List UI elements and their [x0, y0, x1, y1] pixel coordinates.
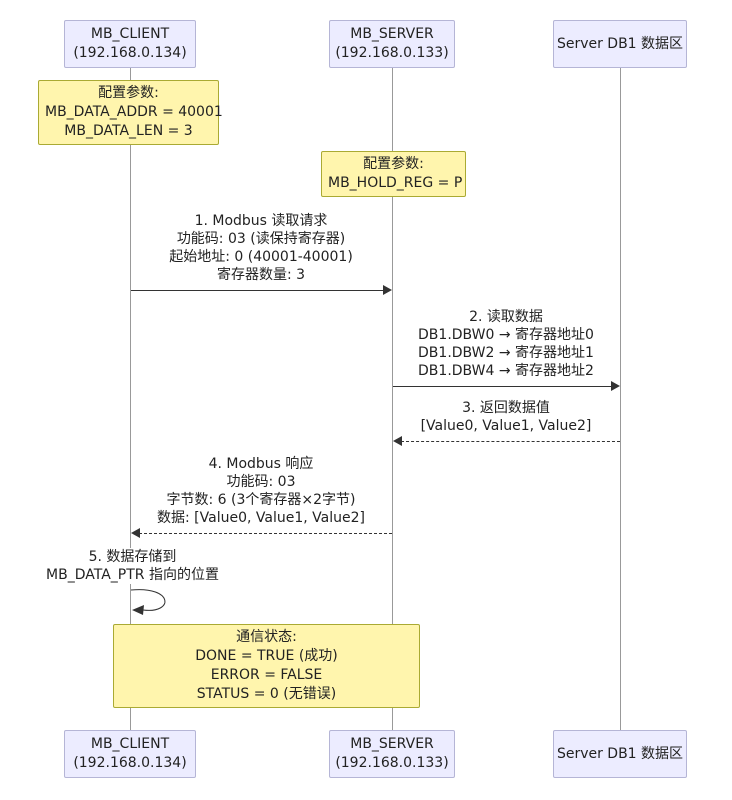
message-4-arrow-line — [139, 533, 392, 534]
message-line: 寄存器数量: 3 — [216, 267, 306, 283]
lifeline-mb-client — [130, 68, 131, 730]
message-3-arrowhead-icon — [393, 436, 402, 446]
actor-label: MB_CLIENT — [90, 736, 170, 752]
message-2-label: 2. 读取数据 DB1.DBW0 → 寄存器地址0 DB1.DBW2 → 寄存器… — [392, 308, 620, 380]
message-3-arrow-line — [401, 441, 620, 442]
note-title: 通信状态: — [236, 629, 297, 645]
message-4-arrowhead-icon — [131, 528, 140, 538]
message-line: [Value0, Value1, Value2] — [420, 418, 592, 434]
note-title: 配置参数: — [98, 85, 159, 101]
note-communication-status: 通信状态: DONE = TRUE (成功) ERROR = FALSE STA… — [113, 624, 420, 708]
message-line: 字节数: 6 (3个寄存器×2字节) — [166, 492, 356, 508]
actor-mb-server-top: MB_SERVER (192.168.0.133) — [329, 20, 455, 68]
actor-sublabel: (192.168.0.134) — [73, 45, 187, 61]
actor-server-db1-top: Server DB1 数据区 — [553, 20, 687, 68]
message-line: DB1.DBW4 → 寄存器地址2 — [418, 363, 594, 379]
message-2-arrowhead-icon — [611, 381, 620, 391]
message-1-arrowhead-icon — [383, 285, 392, 295]
message-5-label: 5. 数据存储到 MB_DATA_PTR 指向的位置 — [25, 548, 240, 584]
actor-label: MB_SERVER — [350, 736, 434, 752]
note-line: ERROR = FALSE — [210, 667, 323, 683]
actor-mb-server-bottom: MB_SERVER (192.168.0.133) — [329, 730, 455, 778]
actor-sublabel: (192.168.0.133) — [335, 45, 449, 61]
note-line: MB_DATA_ADDR = 40001 — [45, 104, 223, 120]
message-line: 功能码: 03 (读保持寄存器) — [176, 231, 346, 247]
message-line: 起始地址: 0 (40001-40001) — [169, 249, 353, 265]
note-line: DONE = TRUE (成功) — [195, 648, 338, 664]
actor-label: Server DB1 数据区 — [556, 35, 684, 52]
message-line: 3. 返回数据值 — [462, 400, 550, 416]
lifeline-server-db1 — [620, 68, 621, 730]
actor-label: MB_CLIENT — [90, 26, 170, 42]
lifeline-mb-server — [392, 68, 393, 730]
note-server-config: 配置参数: MB_HOLD_REG = P — [321, 151, 466, 197]
actor-label: Server DB1 数据区 — [556, 745, 684, 762]
actor-mb-client-bottom: MB_CLIENT (192.168.0.134) — [64, 730, 196, 778]
actor-sublabel: (192.168.0.134) — [73, 755, 187, 771]
message-line: DB1.DBW2 → 寄存器地址1 — [418, 345, 594, 361]
message-1-arrow-line — [131, 290, 384, 291]
message-3-label: 3. 返回数据值 [Value0, Value1, Value2] — [392, 399, 620, 435]
note-client-config: 配置参数: MB_DATA_ADDR = 40001 MB_DATA_LEN =… — [38, 80, 223, 145]
self-message-loop-arrow — [130, 589, 166, 615]
note-line: MB_HOLD_REG = P — [328, 175, 463, 191]
message-line: 4. Modbus 响应 — [208, 456, 314, 472]
note-line: MB_DATA_LEN = 3 — [64, 123, 193, 139]
message-4-label: 4. Modbus 响应 功能码: 03 字节数: 6 (3个寄存器×2字节) … — [130, 455, 392, 527]
actor-sublabel: (192.168.0.133) — [335, 755, 449, 771]
message-line: 2. 读取数据 — [469, 309, 543, 325]
message-1-label: 1. Modbus 读取请求 功能码: 03 (读保持寄存器) 起始地址: 0 … — [130, 212, 392, 284]
message-2-arrow-line — [393, 386, 612, 387]
message-line: 数据: [Value0, Value1, Value2] — [157, 510, 365, 526]
message-line: 1. Modbus 读取请求 — [194, 213, 328, 229]
note-line: STATUS = 0 (无错误) — [196, 686, 337, 702]
message-line: 5. 数据存储到 — [88, 549, 177, 565]
message-line: DB1.DBW0 → 寄存器地址0 — [418, 327, 594, 343]
actor-label: MB_SERVER — [350, 26, 434, 42]
message-line: 功能码: 03 — [226, 474, 296, 490]
actor-mb-client-top: MB_CLIENT (192.168.0.134) — [64, 20, 196, 68]
note-title: 配置参数: — [363, 156, 424, 172]
actor-server-db1-bottom: Server DB1 数据区 — [553, 730, 687, 778]
message-line: MB_DATA_PTR 指向的位置 — [46, 567, 219, 583]
